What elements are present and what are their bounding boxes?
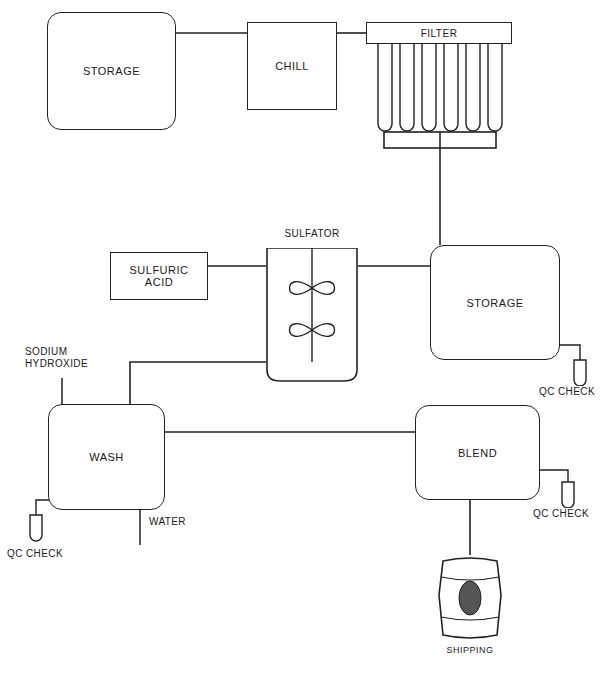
pipe-connector	[165, 431, 415, 433]
qc-sample-tube	[540, 470, 574, 508]
storage-tank: STORAGE	[430, 245, 560, 360]
wash-tank: WASH	[48, 404, 165, 510]
feed-line	[61, 378, 63, 404]
qc-sample-tube	[560, 345, 586, 386]
filter-unit: FILTER	[366, 22, 512, 132]
pipe-connector	[176, 32, 247, 34]
vessel-label: SULFATOR	[266, 222, 358, 246]
pipe-connector	[208, 265, 266, 267]
storage-tank: STORAGE	[47, 12, 176, 130]
box-label: STORAGE	[83, 65, 140, 77]
shipping-drum: SHIPPING	[425, 555, 515, 667]
callout-label: QC CHECK	[6, 548, 78, 560]
qc-sample-tube	[30, 500, 52, 541]
pipe-connector	[337, 32, 366, 34]
box-label: FILTER	[421, 28, 458, 39]
pipe-connector	[130, 362, 266, 404]
pipe-connector	[469, 500, 471, 555]
callout-label: WATER	[148, 516, 210, 528]
acid-tank: SULFURIC ACID	[110, 252, 208, 300]
box-label: BLEND	[458, 447, 497, 459]
blend-tank: BLEND	[415, 405, 540, 500]
pipe-connector	[439, 132, 441, 245]
drum-label: SHIPPING	[425, 645, 515, 655]
box-label: STORAGE	[466, 297, 523, 309]
sulfator-vessel: SULFATOR	[266, 222, 358, 382]
box-label: SULFURIC ACID	[115, 264, 203, 288]
callout-label: QC CHECK	[532, 508, 604, 520]
box-label: CHILL	[275, 60, 309, 72]
callout-label: QC CHECK	[538, 386, 608, 398]
chiller-box: CHILL	[247, 22, 337, 110]
box-label: WASH	[89, 451, 124, 463]
water-line	[139, 510, 141, 545]
pipe-connector	[358, 265, 430, 267]
callout-label: SODIUM HYDROXIDE	[24, 346, 118, 369]
